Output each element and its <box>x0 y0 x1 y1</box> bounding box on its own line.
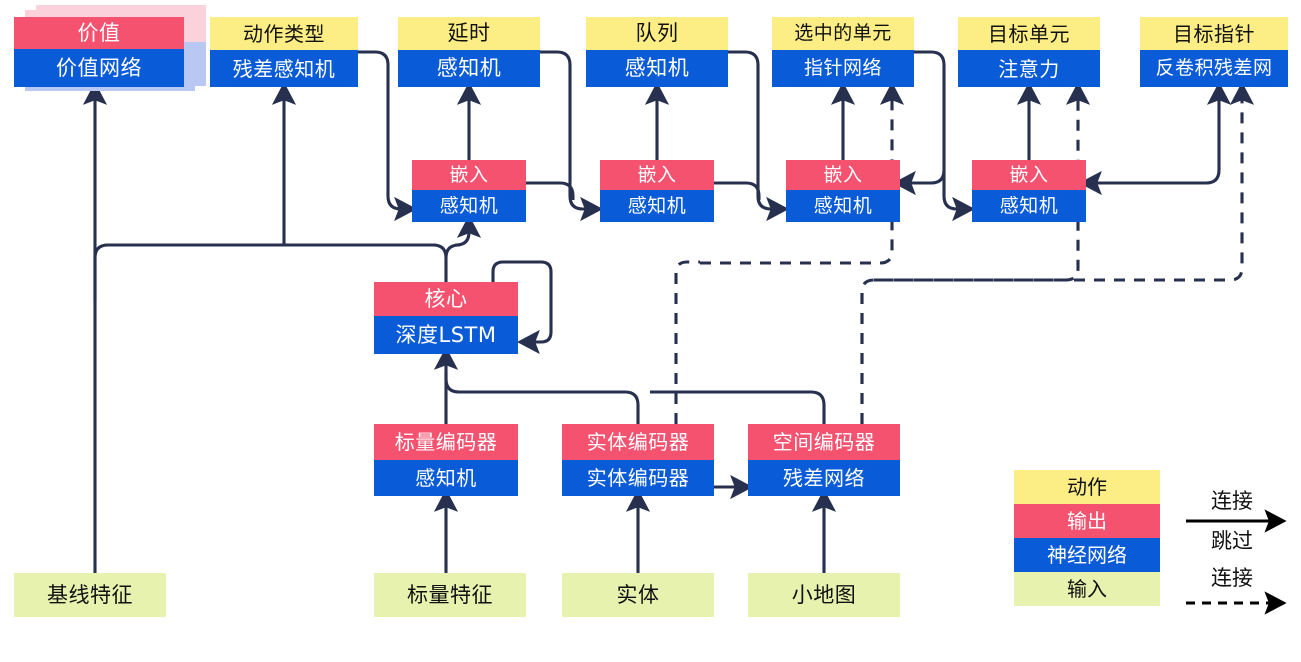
legend-color-key: 动作 输出 神经网络 输入 <box>1014 470 1160 606</box>
node-queued[interactable]: 队列 感知机 <box>586 17 728 87</box>
input-entities[interactable]: 实体 <box>562 573 714 617</box>
input-entities-label: 实体 <box>562 573 714 617</box>
node-spatial-encoder-network: 残差网络 <box>748 460 900 496</box>
legend-row-action: 动作 <box>1014 470 1160 504</box>
node-embed-selected-output: 嵌入 <box>786 160 900 190</box>
node-scalar-encoder-output: 标量编码器 <box>374 424 518 460</box>
wire-entity-encoder-to-core <box>444 372 640 424</box>
wire-skip-entity-corner <box>674 260 700 424</box>
node-embed-delay-output: 嵌入 <box>412 160 526 190</box>
node-core-network: 深度LSTM <box>374 316 518 354</box>
node-queued-action: 队列 <box>586 17 728 50</box>
wire-embed-queued-bridge <box>714 181 761 200</box>
node-spatial-encoder-output: 空间编码器 <box>748 424 900 460</box>
node-selected-units[interactable]: 选中的单元 指针网络 <box>772 17 914 87</box>
node-embed-selected-network: 感知机 <box>786 190 900 222</box>
wire-embed-delay-bridge <box>526 181 575 200</box>
node-selected-units-action: 选中的单元 <box>772 17 914 50</box>
node-value-network: 价值网络 <box>14 49 184 87</box>
node-value[interactable]: 价值 价值网络 <box>14 17 184 87</box>
legend-row-input: 输入 <box>1014 572 1160 606</box>
node-embed-selected[interactable]: 嵌入 感知机 <box>786 160 900 222</box>
legend-row-network: 神经网络 <box>1014 538 1160 572</box>
input-minimap-label: 小地图 <box>748 573 900 617</box>
legend-skip-label-line2: 连接 <box>1211 566 1253 590</box>
wire-target-point-to-embed-target <box>1078 120 1221 196</box>
node-target-point[interactable]: 目标指针 反卷积残差网 <box>1140 17 1288 87</box>
node-core[interactable]: 核心 深度LSTM <box>374 282 518 354</box>
node-embed-queued-network: 感知机 <box>600 190 714 222</box>
node-selected-units-network: 指针网络 <box>772 50 914 87</box>
legend-connect-label: 连接 <box>1211 489 1253 513</box>
node-target-unit-action: 目标单元 <box>958 17 1100 50</box>
node-scalar-encoder-network: 感知机 <box>374 460 518 496</box>
node-delay-action: 延时 <box>398 17 540 50</box>
wire-spatial-encoder-to-core <box>650 390 826 424</box>
node-spatial-encoder[interactable]: 空间编码器 残差网络 <box>748 424 900 496</box>
input-minimap[interactable]: 小地图 <box>748 573 900 617</box>
node-embed-queued[interactable]: 嵌入 感知机 <box>600 160 714 222</box>
node-action-type-network: 残差感知机 <box>210 50 358 87</box>
node-target-unit-network: 注意力 <box>958 50 1100 87</box>
node-delay[interactable]: 延时 感知机 <box>398 17 540 87</box>
node-core-output: 核心 <box>374 282 518 316</box>
wire-delay-to-embed-queued <box>540 50 604 222</box>
input-baseline-features-label: 基线特征 <box>14 573 166 617</box>
node-entity-encoder-network: 实体编码器 <box>562 460 714 496</box>
wire-to-embed-target <box>942 170 976 222</box>
wire-queued-to-embed-selected <box>728 50 790 222</box>
node-embed-queued-output: 嵌入 <box>600 160 714 190</box>
node-entity-encoder[interactable]: 实体编码器 实体编码器 <box>562 424 714 496</box>
node-action-type[interactable]: 动作类型 残差感知机 <box>210 17 358 87</box>
wire-skip-spatial-to-target-unit <box>860 81 1091 424</box>
node-embed-target[interactable]: 嵌入 感知机 <box>972 160 1086 222</box>
node-action-type-action: 动作类型 <box>210 17 358 50</box>
node-queued-network: 感知机 <box>586 50 728 87</box>
node-delay-network: 感知机 <box>398 50 540 87</box>
node-entity-encoder-output: 实体编码器 <box>562 424 714 460</box>
node-target-unit[interactable]: 目标单元 注意力 <box>958 17 1100 87</box>
node-target-point-action: 目标指针 <box>1140 17 1288 50</box>
node-embed-delay[interactable]: 嵌入 感知机 <box>412 160 526 222</box>
legend-row-output: 输出 <box>1014 504 1160 538</box>
node-scalar-encoder[interactable]: 标量编码器 感知机 <box>374 424 518 496</box>
legend-skip-label-line1: 跳过 <box>1211 529 1253 553</box>
node-embed-target-output: 嵌入 <box>972 160 1086 190</box>
input-scalar-features[interactable]: 标量特征 <box>374 573 526 617</box>
node-value-output: 价值 <box>14 17 184 49</box>
node-target-point-network: 反卷积残差网 <box>1140 50 1288 87</box>
node-embed-target-network: 感知机 <box>972 190 1086 222</box>
wire-core-to-embed-delay <box>444 214 482 259</box>
input-scalar-features-label: 标量特征 <box>374 573 526 617</box>
input-baseline-features[interactable]: 基线特征 <box>14 573 166 617</box>
node-embed-delay-network: 感知机 <box>412 190 526 222</box>
